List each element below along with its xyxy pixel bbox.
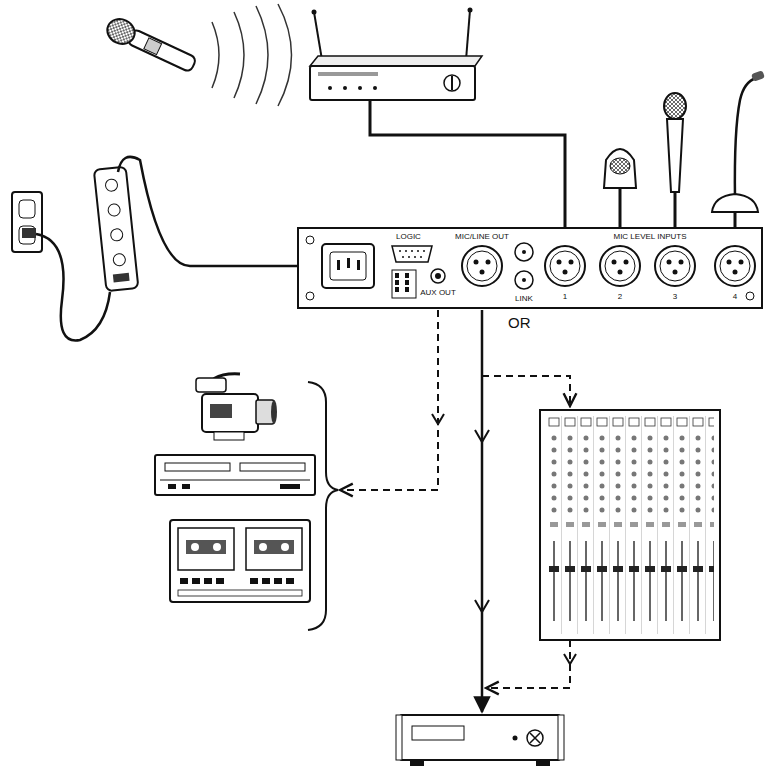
radio-waves xyxy=(212,4,292,106)
handheld-microphone xyxy=(664,93,686,192)
alternate-cable xyxy=(482,376,570,406)
flow-arrow xyxy=(564,654,576,664)
xlr-input xyxy=(545,246,755,286)
rear-panel-drawing xyxy=(298,228,762,308)
bracket xyxy=(308,382,338,630)
gooseneck-microphone xyxy=(712,70,765,212)
wall-outlet xyxy=(12,192,42,252)
power-cord xyxy=(36,234,110,341)
wireless-receiver xyxy=(310,8,482,101)
connector-label: MIC LEVEL INPUTS xyxy=(612,232,687,242)
alternate-cable xyxy=(486,640,570,688)
flow-arrow xyxy=(475,430,489,442)
output-cable xyxy=(481,310,484,712)
channel-number: 1 xyxy=(562,292,568,302)
rear-panel: LOGIC MIC/LINE OUT AUX OUT LINK MIC LEVEL IN… xyxy=(298,228,762,308)
receiver-cable xyxy=(370,100,565,247)
mixing-console xyxy=(540,410,720,640)
aux-cable xyxy=(340,310,438,490)
flow-arrow xyxy=(432,414,444,424)
channel-number: 4 xyxy=(732,292,738,302)
option-label: OR xyxy=(506,314,533,331)
power-cable xyxy=(118,157,322,266)
camcorder xyxy=(196,374,277,440)
power-strip xyxy=(94,167,139,292)
channel-number: 2 xyxy=(617,292,623,302)
channel-number: 3 xyxy=(672,292,678,302)
flow-arrow xyxy=(475,600,489,612)
connector-label: MIC/LINE OUT xyxy=(454,232,510,242)
wireless-microphone xyxy=(103,15,198,76)
vcr xyxy=(155,455,315,495)
cassette-deck xyxy=(170,520,310,602)
connector-label: LOGIC xyxy=(395,232,422,242)
connector-label: AUX OUT xyxy=(419,288,457,298)
amplifier xyxy=(396,715,564,766)
connector-label: LINK xyxy=(514,294,534,304)
boundary-microphone xyxy=(604,149,636,188)
